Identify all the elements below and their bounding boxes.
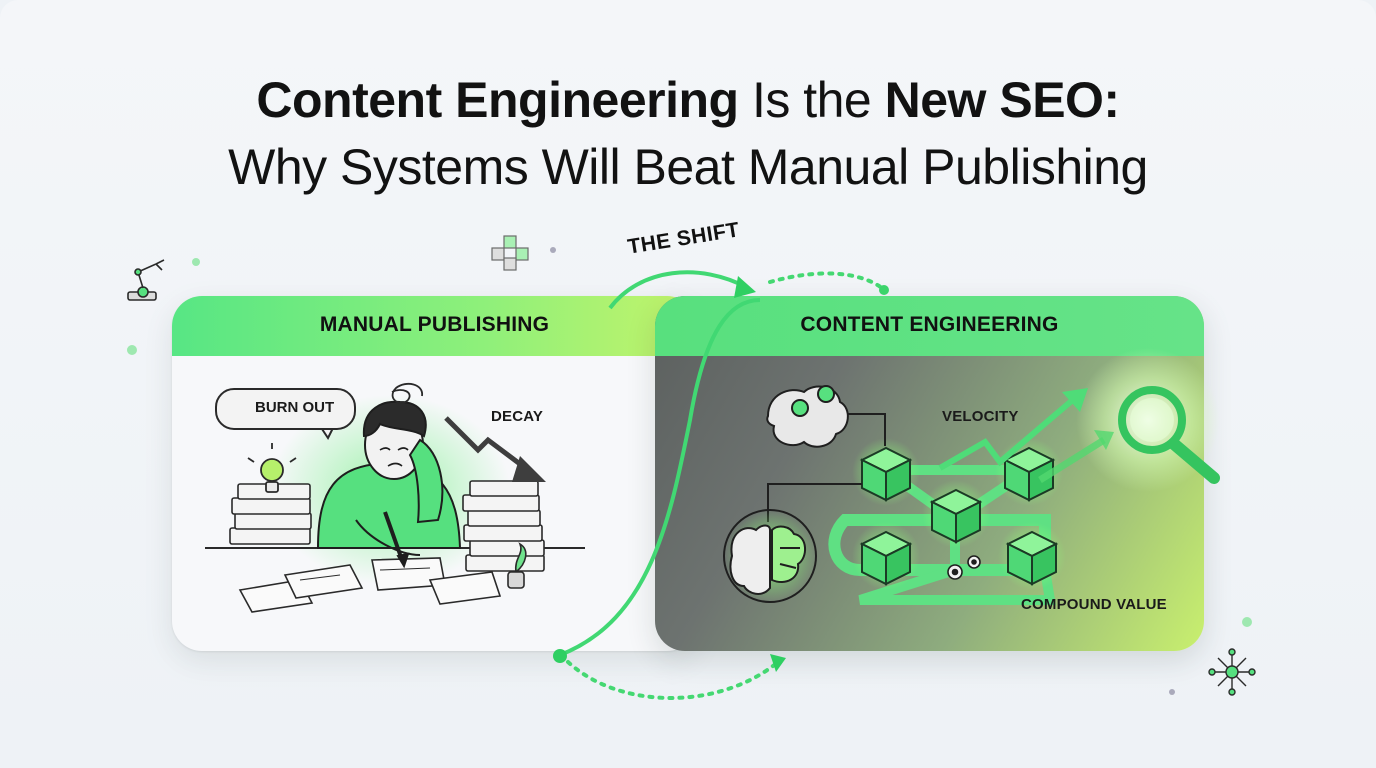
brain-circuit-icon [723, 509, 817, 603]
connector-start-dot [553, 649, 567, 663]
shift-connector-curve [559, 298, 761, 657]
brain-link-top [842, 413, 886, 446]
page-title-line-1: Content Engineering Is the New SEO: [0, 70, 1376, 130]
network-cubes [852, 438, 1066, 590]
dotted-top-end-dot [879, 285, 889, 295]
cube-icon [922, 480, 990, 548]
cube-icon [852, 522, 920, 590]
paper-stack-right-icon [462, 480, 545, 572]
content-engineering-header: CONTENT ENGINEERING [655, 296, 1204, 356]
growth-arrow-lower [1038, 437, 1106, 483]
title-bold-part-a: Content Engineering [256, 72, 739, 128]
title-light-part: Is the [738, 72, 885, 128]
loose-papers-icon [238, 557, 502, 613]
content-engineering-title: CONTENT ENGINEERING [800, 313, 1059, 336]
robot-arm-icon [127, 259, 165, 301]
velocity-label: VELOCITY [942, 408, 1019, 425]
title-bold-part-b: New SEO: [884, 72, 1120, 128]
left-illustration [205, 382, 585, 613]
magnifier-icon [1118, 386, 1220, 484]
right-illustration [723, 348, 1220, 605]
stress-swirl-icon [391, 382, 423, 404]
brain-gears-icon [766, 385, 849, 448]
decay-label: DECAY [491, 408, 544, 425]
shift-bottom-arrowhead-icon [770, 654, 786, 672]
decay-arrow-icon [444, 416, 530, 472]
cube-icon [852, 438, 920, 506]
lightbulb-icon [247, 443, 297, 493]
shift-top-arrowhead-icon [734, 276, 756, 298]
blocks-icon [491, 235, 529, 271]
manual-publishing-title: MANUAL PUBLISHING [319, 313, 550, 336]
compound-value-label: COMPOUND VALUE [1021, 596, 1167, 613]
shift-top-arrow [608, 270, 749, 310]
paper-stack-left-icon [229, 483, 312, 545]
burnout-bubble: BURN OUT [215, 388, 356, 430]
small-plant-icon [507, 542, 527, 589]
decorative-dots [127, 247, 1252, 695]
shift-dotted-bottom [566, 660, 780, 700]
shift-dotted-top [768, 271, 884, 290]
burnout-label: BURN OUT [255, 399, 335, 416]
growth-arrow-icon [938, 395, 1077, 471]
stressed-person-icon [316, 400, 462, 569]
node-network-icon [1208, 648, 1256, 696]
page-title-line-2: Why Systems Will Beat Manual Publishing [228, 139, 1148, 195]
cube-icon [998, 522, 1066, 590]
gear-icon [947, 555, 981, 580]
